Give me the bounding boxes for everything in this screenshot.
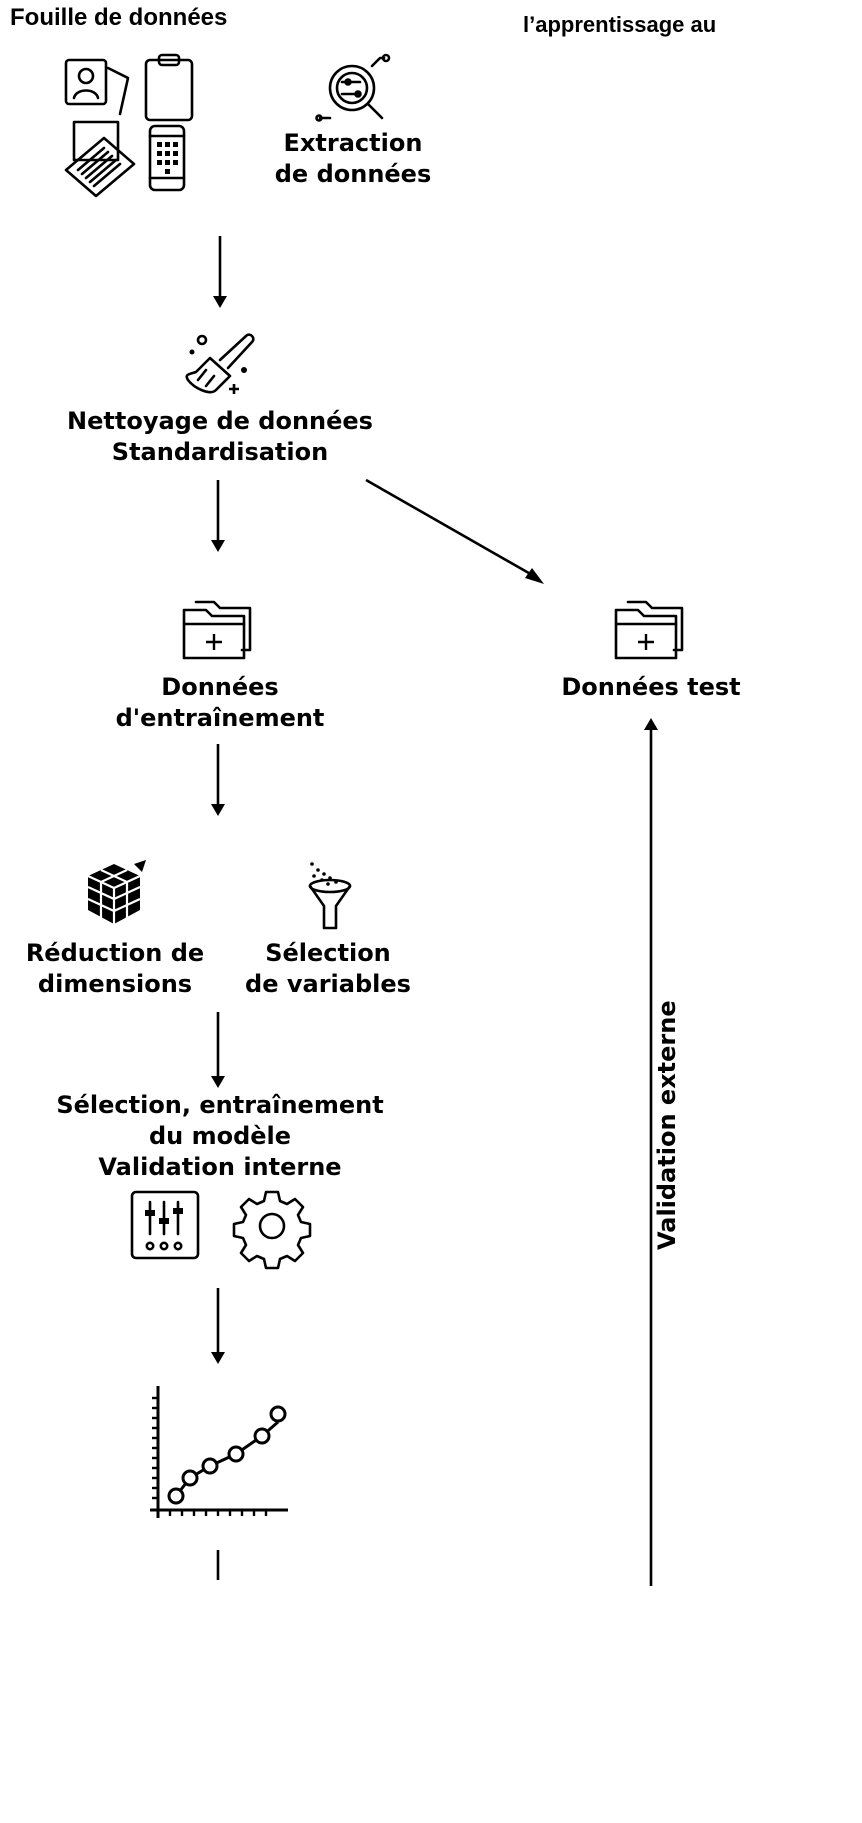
figure-caption-rest: : pi <box>608 0 648 19</box>
arrow-performance-down <box>216 1550 220 1580</box>
figure-caption-ref: Figure 1 <box>523 0 609 19</box>
phone-icon <box>148 124 186 192</box>
arrow-cleaning-to-test <box>365 478 544 584</box>
folder-icon <box>182 600 252 660</box>
arrow-training-to-features <box>211 744 225 816</box>
arrow-cleaning-to-training <box>211 480 225 552</box>
cube-icon <box>87 860 146 924</box>
arrow-extraction-to-cleaning <box>213 236 227 308</box>
sliders-icon <box>130 1190 200 1260</box>
arrow-features-to-model <box>211 1012 225 1088</box>
arrow-external-validation <box>644 718 658 1586</box>
header-left-title: Fouille de données <box>10 4 228 31</box>
arrow-model-to-performance <box>211 1288 225 1364</box>
magnifier-icon <box>315 53 391 122</box>
id-card-icon <box>64 58 130 116</box>
figure-caption-line2: l’apprentissage au <box>523 12 717 37</box>
gear-icon <box>232 1190 312 1270</box>
folder-icon <box>614 600 684 660</box>
clipboard-icon <box>144 53 194 122</box>
brush-icon <box>185 333 255 394</box>
funnel-icon <box>308 862 352 930</box>
external-validation-label: Validation externe <box>653 1000 681 1250</box>
figure-caption: Figure 1 : pi <box>523 0 648 18</box>
line-chart-icon <box>150 1386 288 1518</box>
documents-icon <box>64 120 136 198</box>
test-data-label: Données test <box>561 673 741 701</box>
